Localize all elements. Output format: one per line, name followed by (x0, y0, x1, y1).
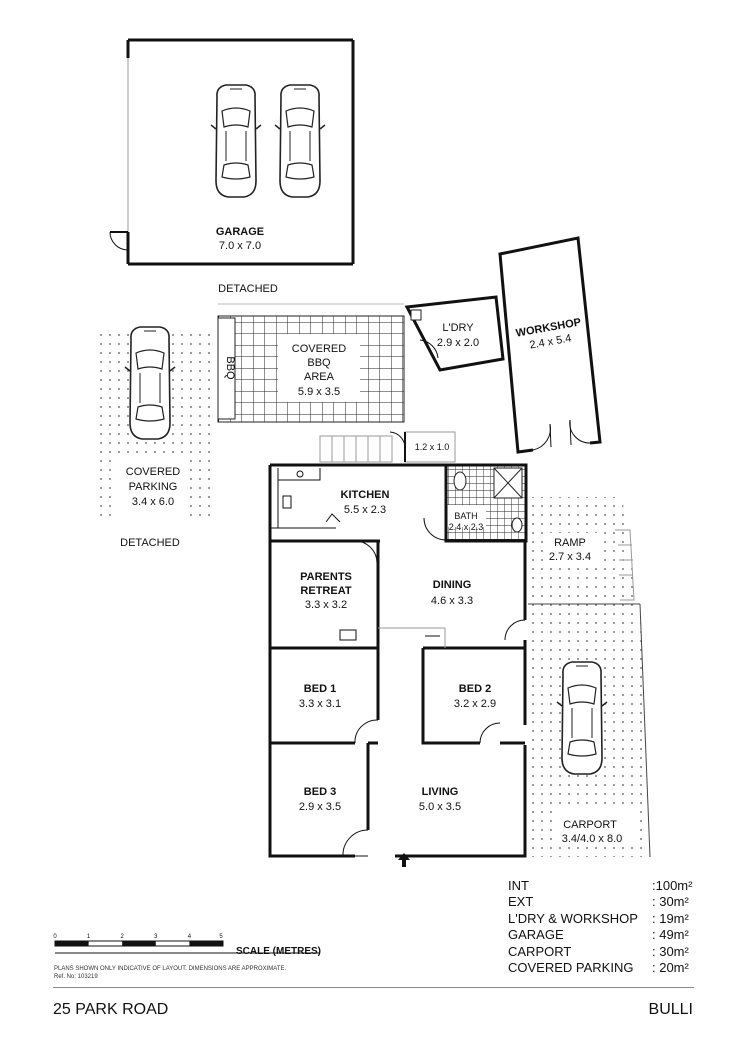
scale-tick-5: 5 (219, 934, 223, 940)
house-walls (268, 463, 527, 858)
bbq-name-line2: BBQ (307, 357, 331, 369)
kitchen-dim: 5.5 x 2.3 (344, 504, 386, 516)
parents-name-line2: RETREAT (300, 585, 351, 597)
dining-dim: 4.6 x 3.3 (431, 595, 473, 607)
house-details (270, 468, 526, 857)
property-address: 25 PARK ROAD (53, 1001, 169, 1018)
step-landing-dim: 1.2 x 1.0 (415, 442, 450, 452)
parking-name-line2: PARKING (129, 481, 178, 493)
garage-dim: 7.0 x 7.0 (219, 240, 261, 252)
scale-title: SCALE (METRES) (236, 946, 321, 957)
area-value: : 30m² (652, 943, 689, 959)
scale-tick-3: 3 (154, 934, 158, 940)
scale-tick-4: 4 (188, 934, 192, 940)
disclaimer: PLANS SHOWN ONLY INDICATIVE OF LAYOUT. D… (54, 965, 286, 981)
area-summary: INT :100m² EXT : 30m² L'DRY & WORKSHOP : 19… (508, 878, 708, 976)
garage-detached-note: DETACHED (218, 283, 278, 295)
ramp-dim: 2.7 x 3.4 (549, 551, 591, 563)
bbq-side-label: BBQ (224, 356, 236, 380)
parking-dim: 3.4 x 6.0 (132, 496, 174, 508)
bed3-name: BED 3 (304, 786, 336, 798)
bbq-area (217, 303, 405, 423)
garage-name: GARAGE (216, 226, 264, 238)
area-value: : 20m² (652, 960, 689, 976)
parents-name-line1: PARENTS (300, 571, 352, 583)
area-label: L'DRY & WORKSHOP (508, 910, 638, 926)
area-value: : 30m² (652, 894, 689, 910)
parking-detached-note: DETACHED (120, 537, 180, 549)
bed2-dim: 3.2 x 2.9 (454, 698, 496, 710)
living-name: LIVING (422, 786, 459, 798)
bath-name: BATH (454, 511, 477, 521)
laundry-name: L'DRY (442, 322, 474, 334)
disclaimer-line1: PLANS SHOWN ONLY INDICATIVE OF LAYOUT. D… (54, 966, 287, 972)
garage (109, 38, 355, 266)
area-row: GARAGE : 49m² (508, 927, 708, 943)
covered-parking (96, 326, 210, 521)
scale-tick-0: 0 (53, 934, 57, 940)
entry-steps (319, 431, 456, 463)
garage-car-2-icon (274, 84, 326, 198)
bath-dim: 2.4 x 2.3 (449, 522, 484, 532)
carport-dim: 3.4/4.0 x 8.0 (562, 833, 623, 845)
bathroom (423, 463, 528, 543)
parents-dim: 3.3 x 3.2 (305, 599, 347, 611)
scale-bar (54, 940, 320, 954)
scale-tick-2: 2 (121, 934, 125, 940)
property-suburb: BULLI (648, 1001, 693, 1018)
entry-arrow-icon (398, 853, 410, 867)
bed2-name: BED 2 (459, 683, 491, 695)
parking-name-line1: COVERED (126, 466, 180, 478)
laundry (404, 295, 505, 372)
area-label: INT (508, 878, 529, 893)
garage-car-1-icon (210, 84, 262, 198)
ramp-name: RAMP (554, 537, 586, 549)
bbq-dim: 5.9 x 3.5 (298, 386, 340, 398)
living-dim: 5.0 x 3.5 (419, 801, 461, 813)
parking-car-icon (124, 326, 176, 440)
disclaimer-ref: Ref. No: 103219 (54, 974, 98, 980)
area-row: L'DRY & WORKSHOP : 19m² (508, 911, 708, 927)
area-value: : 19m² (652, 910, 689, 926)
dining-name: DINING (433, 579, 472, 591)
area-label: EXT (508, 894, 534, 910)
carport-car-icon (556, 661, 608, 775)
carport (528, 603, 651, 858)
laundry-dim: 2.9 x 2.0 (437, 337, 479, 349)
bed1-name: BED 1 (304, 683, 336, 695)
area-value: :100m² (652, 878, 693, 893)
area-label: CARPORT (508, 943, 572, 959)
area-label: COVERED PARKING (508, 960, 634, 976)
workshop (498, 236, 602, 454)
area-row: INT :100m² (508, 878, 708, 894)
carport-name: CARPORT (563, 819, 617, 831)
kitchen-name: KITCHEN (341, 489, 390, 501)
scale-tick-1: 1 (87, 934, 91, 940)
bbq-name-line1: COVERED (292, 343, 346, 355)
bbq-name-line3: AREA (304, 371, 335, 383)
area-value: : 49m² (652, 927, 689, 943)
ramp (528, 497, 640, 605)
area-row: CARPORT : 30m² (508, 944, 708, 960)
area-row: EXT : 30m² (508, 894, 708, 910)
bed1-dim: 3.3 x 3.1 (299, 698, 341, 710)
bed3-dim: 2.9 x 3.5 (299, 801, 341, 813)
area-label: GARAGE (508, 927, 564, 943)
footer-divider (53, 987, 694, 988)
area-row: COVERED PARKING : 20m² (508, 960, 708, 976)
scale-ticks: 0 1 2 3 4 5 (53, 934, 223, 940)
